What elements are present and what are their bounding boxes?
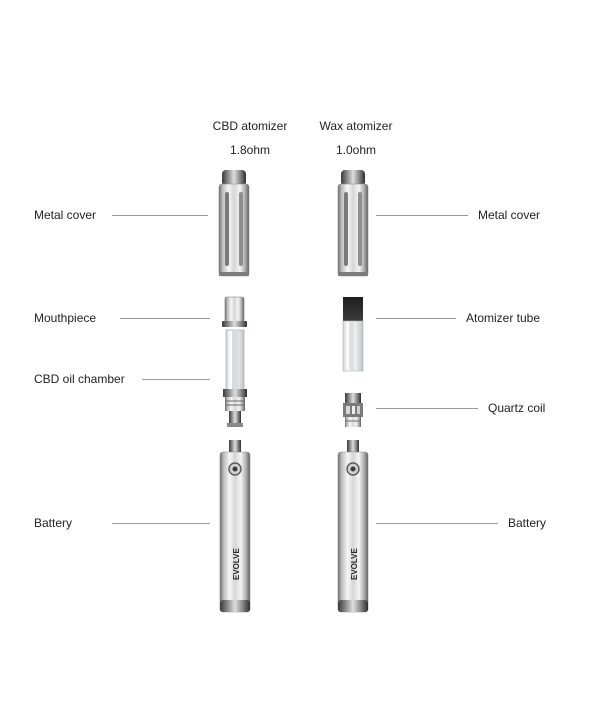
cbd-atomizer-header: CBD atomizer 1.8ohm bbox=[190, 118, 310, 158]
cbd-battery: EVOLVE bbox=[219, 440, 251, 613]
label-left-battery: Battery bbox=[34, 516, 73, 530]
wax-atomizer-tube bbox=[342, 297, 364, 372]
label-right-metal-cover: Metal cover bbox=[478, 208, 541, 222]
wax-battery-brand: EVOLVE bbox=[350, 547, 359, 580]
leader-right-atomizer-tube bbox=[376, 318, 456, 319]
cbd-oil-chamber bbox=[223, 329, 247, 427]
label-right-quartz-coil: Quartz coil bbox=[488, 401, 546, 415]
label-left-mouthpiece: Mouthpiece bbox=[34, 311, 97, 325]
cbd-atomizer-resistance: 1.8ohm bbox=[229, 143, 271, 157]
label-left-metal-cover: Metal cover bbox=[34, 208, 97, 222]
leader-left-mouthpiece bbox=[120, 318, 210, 319]
wax-quartz-coil bbox=[343, 393, 363, 427]
cbd-mouthpiece bbox=[222, 296, 247, 327]
label-left-oil-chamber: CBD oil chamber bbox=[34, 372, 125, 386]
leader-right-metal-cover bbox=[376, 215, 468, 216]
wax-battery: EVOLVE bbox=[337, 440, 369, 613]
leader-left-oil-chamber bbox=[142, 379, 210, 380]
cbd-battery-brand: EVOLVE bbox=[232, 547, 241, 580]
wax-atomizer-title: Wax atomizer bbox=[319, 119, 393, 133]
wax-atomizer-resistance: 1.0ohm bbox=[335, 143, 377, 157]
wax-metal-cover bbox=[337, 170, 369, 277]
leader-left-battery bbox=[112, 523, 210, 524]
label-right-atomizer-tube: Atomizer tube bbox=[466, 311, 541, 325]
leader-right-quartz-coil bbox=[376, 408, 478, 409]
cbd-atomizer-title: CBD atomizer bbox=[212, 119, 288, 133]
cbd-metal-cover bbox=[218, 170, 250, 277]
leader-left-metal-cover bbox=[112, 215, 208, 216]
label-right-battery: Battery bbox=[508, 516, 547, 530]
leader-right-battery bbox=[376, 523, 498, 524]
wax-atomizer-header: Wax atomizer 1.0ohm bbox=[296, 118, 416, 158]
